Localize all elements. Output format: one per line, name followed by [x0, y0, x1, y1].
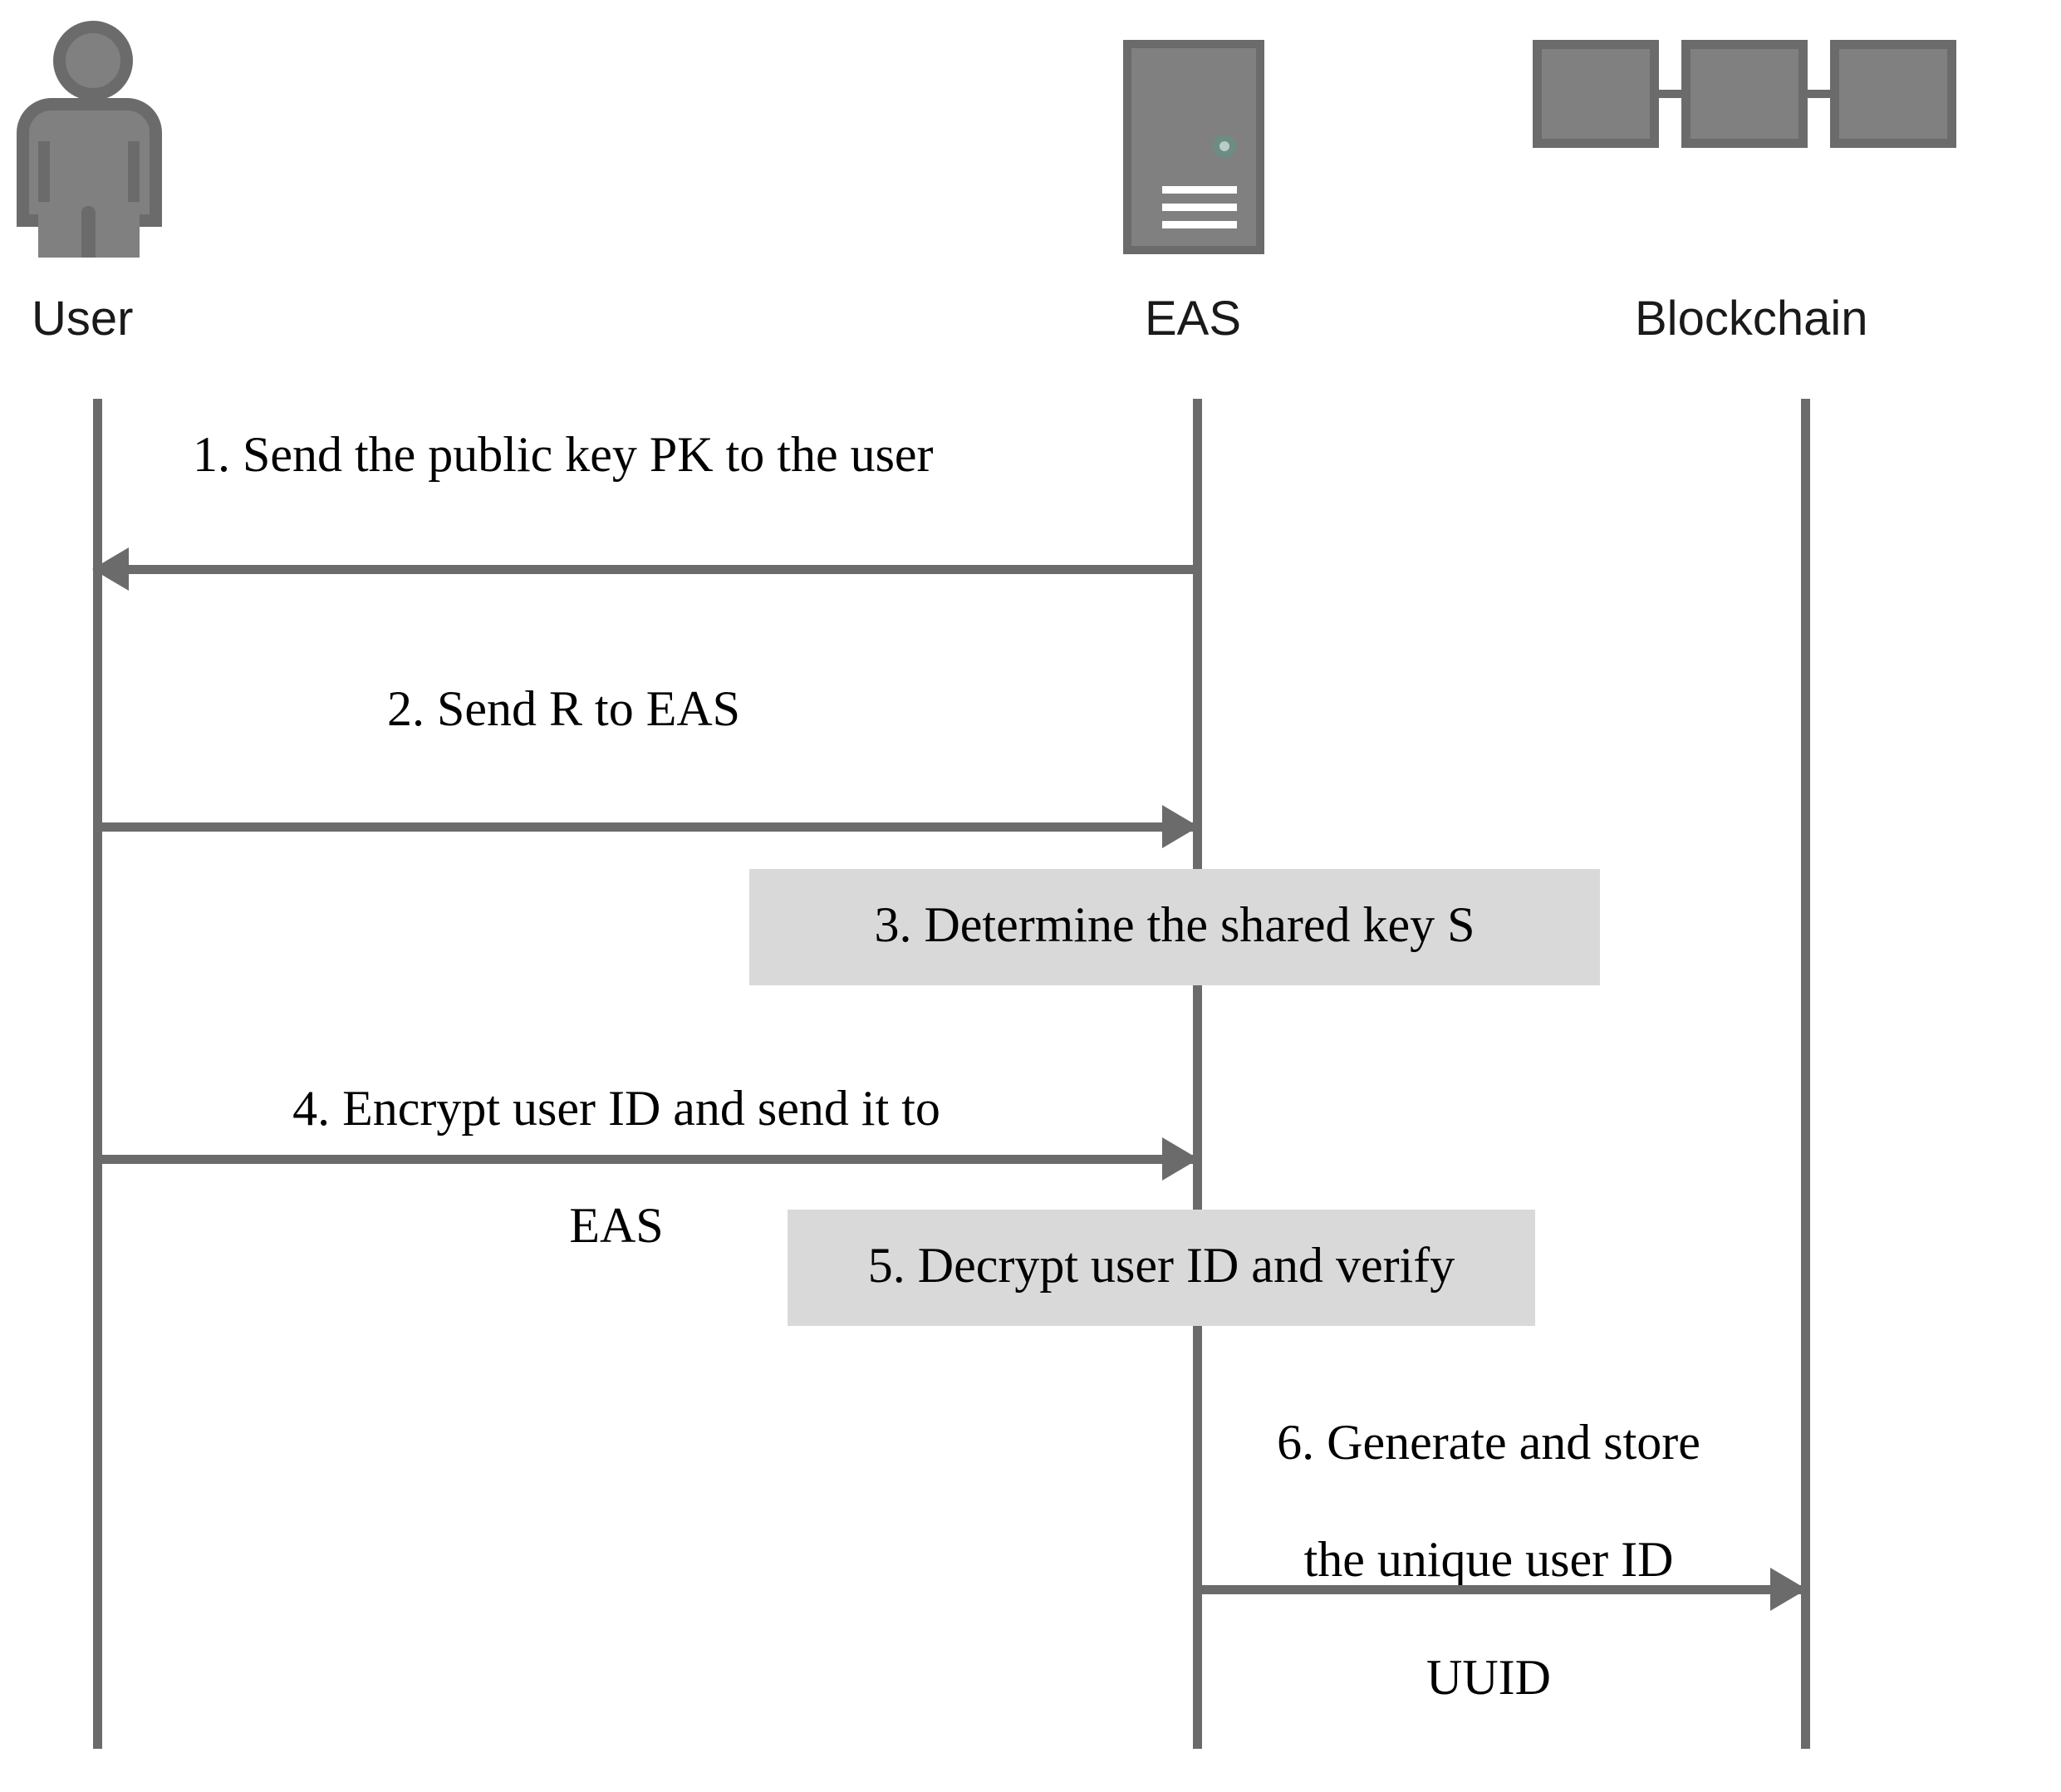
message-label-4-line2: EAS [569, 1198, 664, 1254]
message-label-2: 2. Send R to EAS [387, 681, 741, 736]
message-label-1: 1. Send the public key PK to the user [193, 427, 934, 482]
message-label-6-line2: the unique user ID [1303, 1532, 1674, 1588]
message-label-6: 6. Generate and store the unique user ID… [1206, 1354, 1771, 1766]
person-head [53, 21, 133, 101]
blockchain-block [1681, 40, 1808, 148]
blockchain-block [1830, 40, 1956, 148]
message-arrow-2 [93, 805, 1199, 848]
message-label-4: 4. Encrypt user ID and send it to EAS [176, 1020, 1057, 1314]
message-arrow-6 [1196, 1568, 1807, 1611]
lifeline-eas [1193, 399, 1202, 1749]
lifeline-user [93, 399, 102, 1749]
person-arm-left [38, 141, 50, 204]
server-vent-bar [1162, 221, 1237, 228]
actor-label-user: User [32, 292, 134, 346]
arrowhead-left-icon [92, 547, 129, 591]
server-icon [1123, 40, 1264, 254]
note-label-3: 3. Determine the shared key S [874, 897, 1475, 952]
message-label-6-line3: UUID [1426, 1649, 1551, 1705]
note-box-3: 3. Determine the shared key S [749, 869, 1600, 985]
arrowhead-right-icon [1162, 1137, 1199, 1181]
blockchain-link [1657, 90, 1683, 98]
arrowhead-right-icon [1162, 805, 1199, 848]
blockchain-link [1806, 90, 1832, 98]
server-vent-bars [1162, 186, 1237, 238]
server-led-icon [1213, 135, 1236, 158]
note-label-5: 5. Decrypt user ID and verify [867, 1238, 1455, 1293]
server-vent-bar [1162, 204, 1237, 211]
note-box-5: 5. Decrypt user ID and verify [788, 1210, 1535, 1326]
actor-label-eas: EAS [1145, 292, 1242, 346]
blockchain-icon [1533, 40, 1956, 148]
server-vent-bar [1162, 186, 1237, 194]
person-icon [17, 21, 162, 258]
message-arrow-1 [92, 547, 1198, 591]
arrowhead-right-icon [1770, 1568, 1807, 1611]
person-arm-right [128, 141, 140, 204]
blockchain-block [1533, 40, 1659, 148]
message-label-6-line1: 6. Generate and store [1277, 1414, 1700, 1470]
message-label-4-line1: 4. Encrypt user ID and send it to [292, 1080, 940, 1136]
message-arrow-4 [93, 1137, 1199, 1181]
actor-label-blockchain: Blockchain [1635, 292, 1868, 346]
lifeline-blockchain [1801, 399, 1810, 1749]
server-body [1131, 48, 1256, 246]
person-leg-gap [81, 206, 96, 258]
